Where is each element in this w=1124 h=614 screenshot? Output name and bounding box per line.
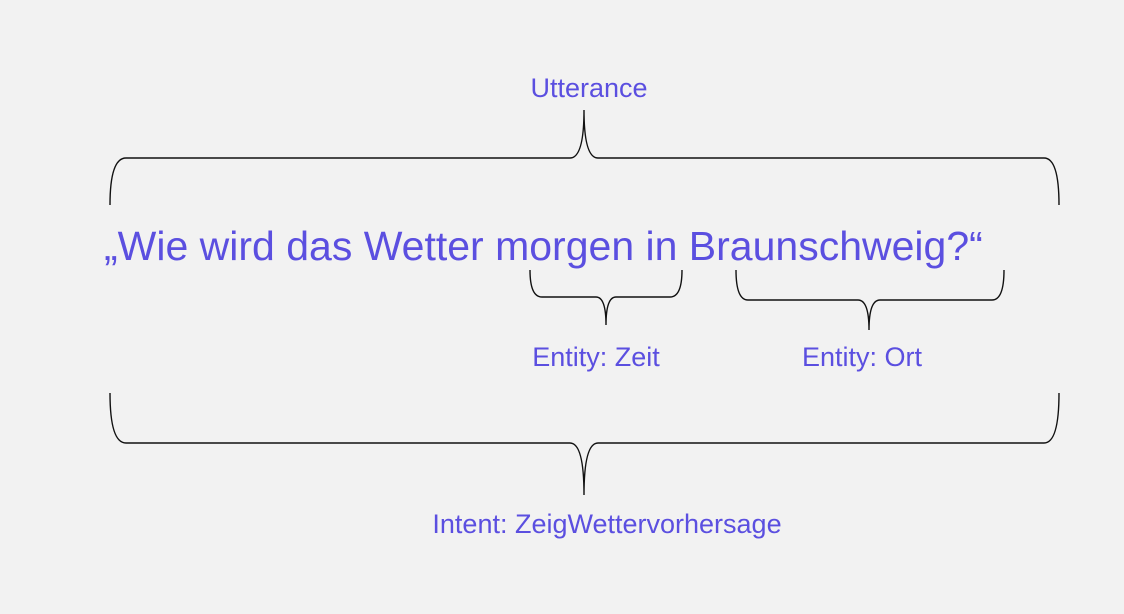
utterance-label: Utterance bbox=[530, 73, 648, 103]
entity-zeit-label: Entity: Zeit bbox=[532, 342, 660, 372]
utterance-sentence: „Wie wird das Wetter morgen in Braunschw… bbox=[104, 223, 983, 269]
utterance-brace bbox=[109, 109, 1060, 206]
intent-brace bbox=[109, 392, 1060, 496]
zeit-brace bbox=[529, 269, 683, 326]
ort-brace bbox=[735, 269, 1005, 331]
entity-ort-label: Entity: Ort bbox=[801, 342, 923, 372]
intent-label: Intent: ZeigWettervorhersage bbox=[432, 509, 782, 539]
